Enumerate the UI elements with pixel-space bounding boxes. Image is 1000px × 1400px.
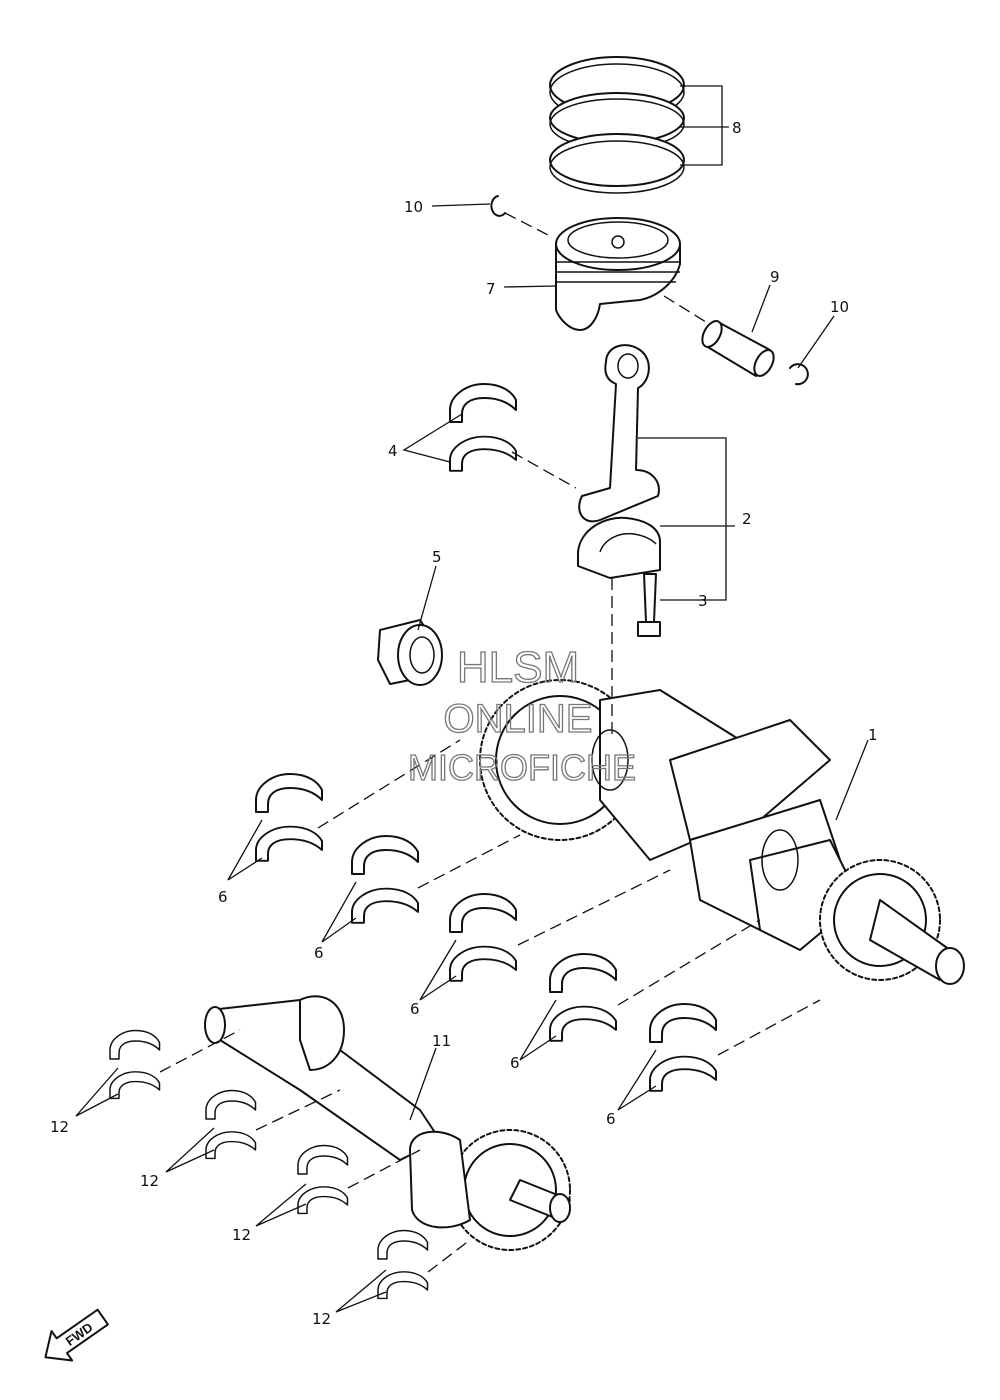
callout-balancer-bearing-2: 12	[140, 1172, 159, 1190]
leader-lines	[75, 203, 869, 1313]
piston-pin	[701, 320, 775, 377]
watermark-line-2: ONLINE	[444, 697, 593, 741]
callout-main-bearing-4: 6	[510, 1054, 520, 1072]
connecting-rod	[577, 344, 661, 579]
rod-bearing-shells	[449, 383, 517, 472]
callout-main-bearing-5: 6	[606, 1110, 616, 1128]
callout-balancer-bearing-3: 12	[232, 1226, 251, 1244]
piston	[555, 217, 681, 331]
callout-piston-pin: 9	[770, 268, 780, 286]
callout-main-bearing-3: 6	[410, 1000, 420, 1018]
assembly-lines	[159, 212, 821, 1273]
piston-rings	[549, 56, 685, 194]
watermark-line-1: HLSM	[457, 643, 579, 692]
callout-rod-bolt: 3	[698, 592, 708, 610]
callout-main-bearing-1: 6	[218, 888, 228, 906]
watermark: HLSM ONLINE MICROFICHE	[407, 642, 636, 788]
rod-bolt	[637, 573, 661, 637]
callout-balancer-bearing-4: 12	[312, 1310, 331, 1328]
callout-main-bearing-2: 6	[314, 944, 324, 962]
circlip-right	[789, 363, 809, 386]
callout-piston-rings: 8	[732, 119, 742, 137]
drive-gear	[377, 619, 443, 686]
balancer-shaft	[204, 995, 571, 1251]
circlip-left	[490, 195, 506, 217]
callout-piston: 7	[486, 280, 496, 298]
callout-crankshaft: 1	[868, 726, 878, 744]
callout-balancer-bearing-1: 12	[50, 1118, 69, 1136]
callout-drive-gear: 5	[432, 548, 442, 566]
callout-rod-bearing: 4	[388, 442, 398, 460]
callout-circlip-left: 10	[404, 198, 423, 216]
callout-connecting-rod: 2	[742, 510, 752, 528]
crankshaft	[479, 679, 965, 985]
callout-circlip-right: 10	[830, 298, 849, 316]
watermark-line-3: MICROFICHE	[408, 747, 636, 788]
fwd-arrow-icon: FWD	[44, 1308, 109, 1362]
callout-balancer-shaft: 11	[432, 1032, 451, 1050]
